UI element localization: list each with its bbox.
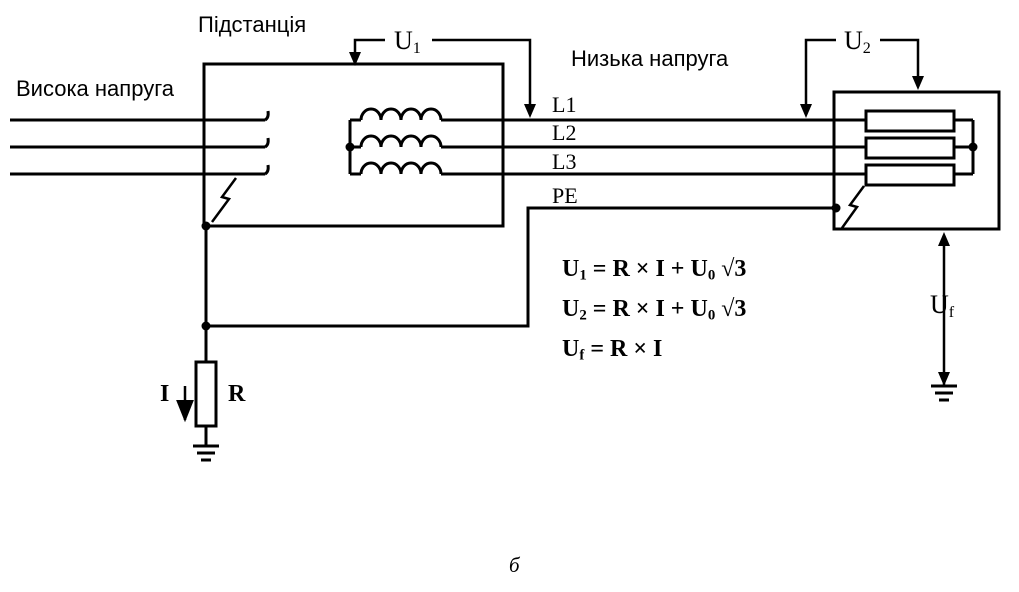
current-label: I — [160, 381, 170, 407]
substation-box — [202, 62, 505, 228]
uf-label: Uf — [930, 290, 955, 322]
ground-icon — [931, 384, 957, 402]
phase-lines — [441, 118, 866, 176]
high-voltage-lines — [10, 110, 270, 176]
formula-uf: Uf = R × I — [562, 336, 663, 364]
substation-label: Підстанція — [198, 12, 307, 37]
transformer-coils-icon — [348, 107, 443, 176]
low-voltage-label: Низька напруга — [571, 46, 729, 71]
fault-bolt-icon — [840, 185, 866, 229]
consumer-box — [832, 90, 1001, 231]
formula-u2: U2 = R × I + U0 √3 — [562, 296, 747, 324]
u1-label: U1 — [394, 26, 421, 58]
fault-bolt-icon — [210, 177, 238, 223]
figure-caption: б — [509, 553, 520, 577]
load-elements — [864, 109, 975, 187]
resistor-r — [194, 360, 218, 428]
l3-label: L3 — [552, 149, 577, 174]
l1-label: L1 — [552, 92, 577, 117]
formula-u1: U1 = R × I + U0 √3 — [562, 256, 747, 284]
u2-label: U2 — [844, 26, 871, 58]
l2-label: L2 — [552, 120, 577, 145]
u2-arrow-icon — [804, 38, 920, 112]
high-voltage-label: Висока напруга — [16, 76, 174, 101]
pe-label: PE — [552, 183, 578, 208]
junction-dots — [201, 142, 978, 331]
pe-conductor — [206, 206, 836, 328]
resistance-label: R — [228, 381, 246, 407]
ground-icon — [193, 444, 219, 462]
